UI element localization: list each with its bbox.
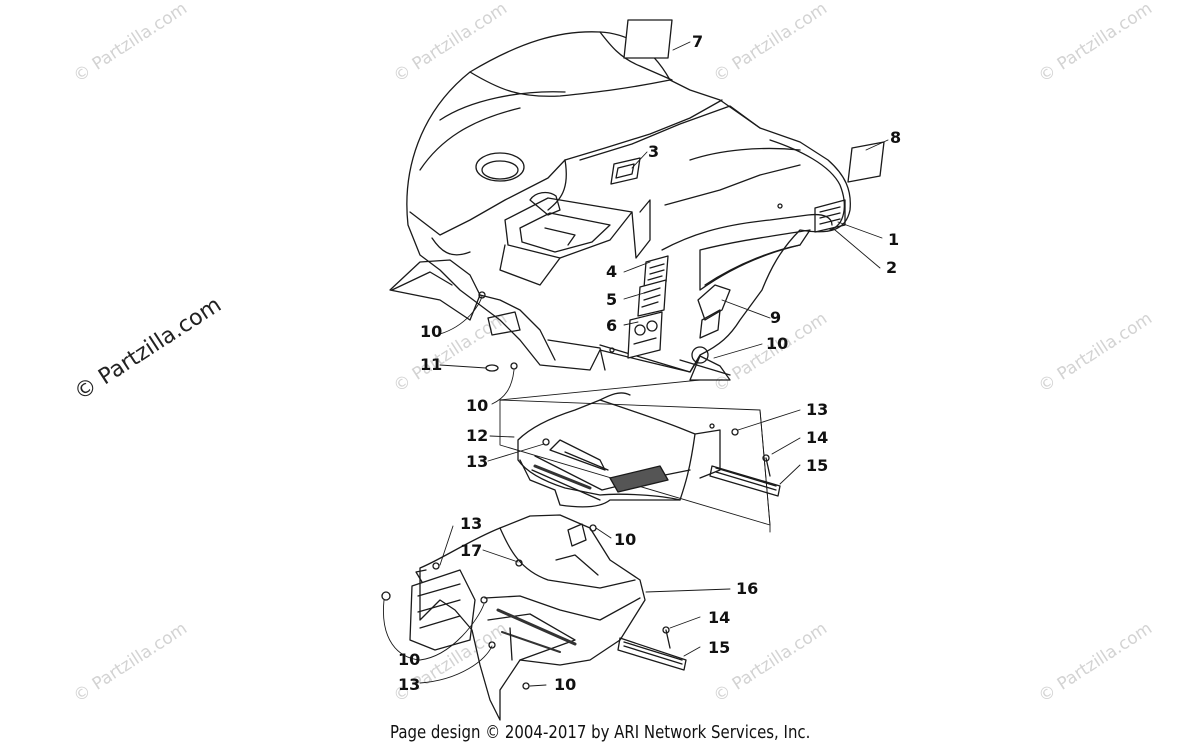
- callout-2: 2: [886, 258, 898, 277]
- right-footwell-lower: [381, 514, 646, 721]
- washer-11: [485, 364, 499, 372]
- callout-10: 10: [614, 530, 637, 549]
- decal-8: [847, 141, 885, 183]
- leader-lines: [382, 41, 889, 687]
- callout-17: 17: [460, 541, 483, 560]
- callout-13: 13: [806, 400, 829, 419]
- nut-10-left: [478, 291, 518, 370]
- decal-3: [610, 157, 641, 185]
- callout-15: 15: [806, 456, 829, 475]
- screw-14-upper: [762, 454, 771, 477]
- left-footwell-upper: [499, 392, 771, 526]
- callout-10: 10: [420, 322, 443, 341]
- copyright-footer: Page design © 2004-2017 by ARI Network S…: [390, 722, 811, 743]
- callout-14: 14: [708, 608, 731, 627]
- callout-16: 16: [736, 579, 759, 598]
- callout-6: 6: [606, 316, 618, 335]
- callout-13: 13: [398, 675, 421, 694]
- callout-11: 11: [420, 355, 443, 374]
- callout-4: 4: [606, 262, 618, 281]
- rear-body-panel: [389, 31, 851, 381]
- bolt-10-bottom: [522, 682, 530, 690]
- step-strip-15-lower: [617, 637, 687, 671]
- callout-14: 14: [806, 428, 829, 447]
- callout-15: 15: [708, 638, 731, 657]
- callout-10: 10: [766, 334, 789, 353]
- callout-7: 7: [692, 32, 704, 51]
- screw-14-lower: [662, 626, 671, 649]
- callout-10: 10: [466, 396, 489, 415]
- callout-13: 13: [460, 514, 483, 533]
- callout-12: 12: [466, 426, 489, 445]
- decal-7: [623, 19, 673, 59]
- callout-10: 10: [554, 675, 577, 694]
- warning-labels-4-5-6: [627, 255, 669, 359]
- footwell-bolt-13a: [731, 428, 739, 436]
- callout-3: 3: [648, 142, 660, 161]
- callout-10: 10: [398, 650, 421, 669]
- callout-8: 8: [890, 128, 902, 147]
- callout-1: 1: [888, 230, 900, 249]
- callout-5: 5: [606, 290, 618, 309]
- step-strip-15-upper: [709, 465, 781, 497]
- callout-9: 9: [770, 308, 782, 327]
- callout-13: 13: [466, 452, 489, 471]
